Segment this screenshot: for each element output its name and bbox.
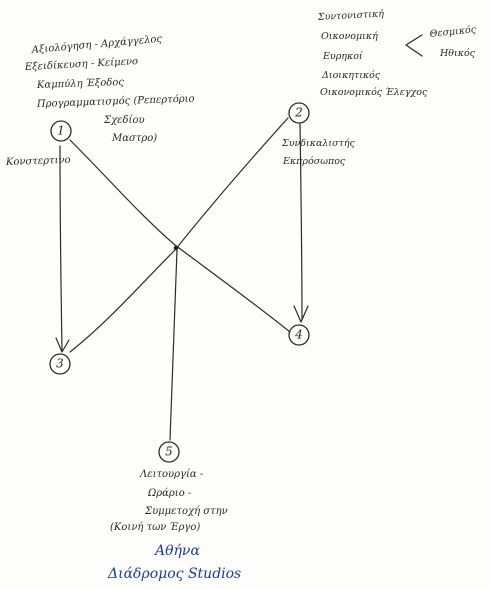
node-2-notes: Συνδικαλιστής Εκπρόσωπος: [281, 138, 356, 167]
edge-1-4: [69, 139, 291, 333]
signature-line: Αθήνα: [153, 543, 200, 559]
node-1-note-line: Προγραμματισμός (Ρεπερτόριο: [36, 93, 195, 110]
left-note: Κονστερτινο: [5, 155, 71, 168]
node-5-note-line: Ωράριο -: [147, 488, 192, 499]
top-right-note-line: Συντονιστική: [317, 9, 385, 24]
top-right-notes: Συντονιστική Οικονομική Ευρηκοί Διοικητι…: [317, 9, 478, 98]
top-right-note-line: Οικονομική: [321, 31, 378, 42]
node-5-label: 5: [165, 445, 173, 459]
node-2-note-line: Εκπρόσωπος: [282, 156, 346, 167]
brace-mark: [405, 34, 423, 57]
node-1-note-line: Εξειδίκευση - Κείμενο: [24, 56, 139, 73]
node-1-notes: Αξιολόγηση - Αρχάγγελος Εξειδίκευση - Κε…: [24, 34, 195, 144]
node-4-label: 4: [294, 328, 303, 342]
edge-1-3: [59, 145, 63, 351]
node-1-label: 1: [57, 124, 65, 138]
center-junction: [173, 245, 179, 251]
node-2: 2: [288, 102, 310, 124]
top-right-brace-line: Ηθικός: [439, 48, 476, 59]
node-2-note-line: Συνδικαλιστής: [281, 138, 356, 149]
node-1-note-line: Καμπύλη Έξοδος: [36, 77, 125, 91]
node-1-note-line: Αξιολόγηση - Αρχάγγελος: [30, 34, 163, 56]
node-2-label: 2: [294, 106, 303, 120]
node-4: 4: [288, 324, 310, 346]
diagram-edges: [55, 117, 309, 441]
edge-3-2: [69, 117, 289, 353]
node-3-label: 3: [56, 357, 64, 371]
node-1-note-line: Μαστρο): [111, 133, 157, 144]
top-right-note-line: Οικονομικός Έλεγχος: [320, 87, 428, 98]
arrowhead-4: [293, 305, 309, 323]
signature-line: Διάδρομος Studios: [107, 566, 241, 582]
edge-center-5: [169, 249, 178, 441]
arrowhead-3: [55, 337, 70, 353]
top-right-note-line: Διοικητικός: [321, 70, 381, 81]
diagram-nodes: 1 2 3 4 5: [49, 102, 310, 463]
top-right-note-line: Ευρηκοί: [322, 51, 364, 62]
node-5-note-line: Λειτουργία -: [139, 469, 204, 480]
top-right-brace-line: Θεσμικός: [429, 24, 477, 40]
node-3: 3: [49, 353, 71, 375]
node-1: 1: [50, 120, 72, 142]
node-5-note-line: (Κοινή των Έργο): [110, 522, 200, 533]
node-5: 5: [158, 441, 180, 463]
node-5-notes: Λειτουργία - Ωράριο - Συμμετοχή στην (Κο…: [110, 469, 228, 533]
edge-2-4: [299, 122, 303, 321]
signature: Αθήνα Διάδρομος Studios: [107, 543, 241, 582]
node-1-note-line: Σχεδίου: [103, 115, 145, 126]
node-5-note-line: Συμμετοχή στην: [144, 506, 228, 517]
